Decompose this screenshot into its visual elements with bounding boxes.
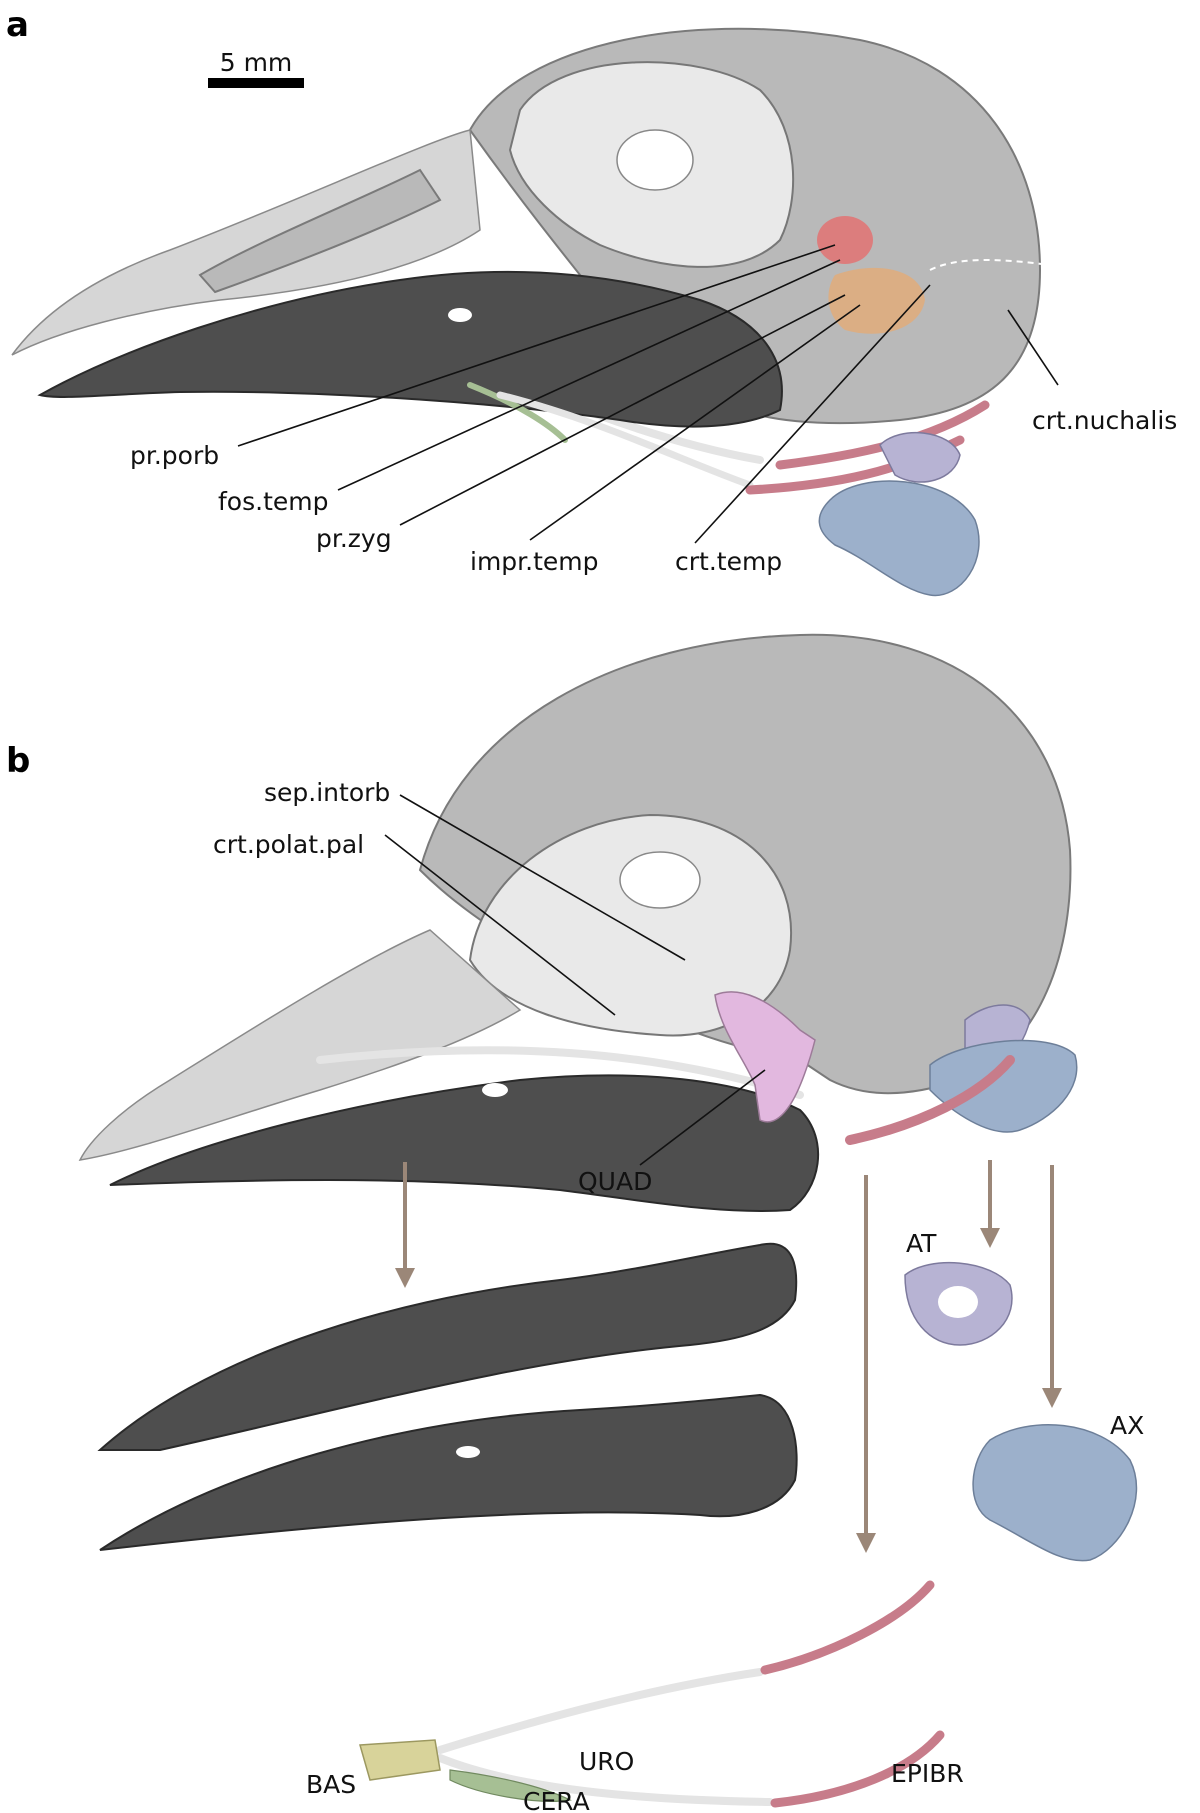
label-epibr: EPIBR [891, 1759, 964, 1788]
quadrate-b [714, 991, 816, 1123]
label-impr-temp: impr.temp [470, 547, 599, 576]
jugal-bar-b [316, 1046, 804, 1099]
basihyal [359, 1739, 441, 1781]
label-crt-temp: crt.temp [675, 547, 782, 576]
panel-a-letter: a [6, 5, 29, 45]
leader-fos-temp [337, 259, 841, 491]
label-crt-polat-pal: crt.polat.pal [213, 830, 364, 859]
skull-a-nasal-opening [198, 168, 442, 294]
label-at: AT [906, 1229, 937, 1258]
arrow-hyoid [856, 1175, 876, 1553]
skull-b-mandible [109, 1074, 820, 1212]
skull-a-upper-beak [11, 129, 481, 356]
skull-b-orbit-opening [619, 851, 701, 909]
mandible-lower-ramus [99, 1393, 798, 1551]
leader-sep-intorb [399, 794, 686, 961]
mandible-foramen-b [482, 1083, 508, 1097]
label-sep-intorb: sep.intorb [264, 778, 390, 807]
skull-b-orbit [468, 813, 793, 1037]
mandible-foramen-exploded [456, 1446, 480, 1458]
skull-b-upper-beak [78, 929, 522, 1161]
label-pr-zyg: pr.zyg [316, 524, 392, 553]
panel-a-leaders [237, 244, 1059, 544]
arrow-atlas [980, 1160, 1000, 1248]
panel-b-leaders [384, 794, 766, 1166]
leader-impr-temp [529, 304, 861, 541]
mandible-upper-ramus [97, 1242, 798, 1451]
mandible-foramen-a [448, 308, 472, 322]
leader-crt-polat-pal [384, 834, 616, 1016]
arrow-mandible [395, 1162, 415, 1288]
postorbital-process-highlight [817, 216, 873, 264]
ceratobranchial-upper [436, 1668, 764, 1754]
ceratobranchial-lower [436, 1754, 774, 1806]
panel-b-letter: b [6, 741, 30, 781]
label-cera: CERA [523, 1787, 590, 1813]
arrow-axis [1042, 1165, 1062, 1408]
urohyal [449, 1769, 572, 1802]
label-fos-temp: fos.temp [218, 487, 328, 516]
axis-a [818, 480, 980, 597]
epibranchial-exploded-upper [760, 1580, 935, 1675]
axis-b [929, 1039, 1078, 1133]
atlas-a [879, 432, 961, 483]
leader-crt-temp [694, 284, 931, 544]
skull-b [78, 633, 1078, 1212]
label-ax: AX [1110, 1411, 1144, 1440]
scale-bar-line [208, 78, 304, 88]
skull-a-optic-foramen [616, 129, 694, 191]
urohyal-a [467, 382, 568, 443]
epibranchial-b [845, 1055, 1015, 1145]
label-bas: BAS [306, 1770, 356, 1799]
epibranchial-exploded-lower [770, 1730, 945, 1808]
label-quad: QUAD [578, 1167, 652, 1196]
label-uro: URO [579, 1747, 634, 1776]
scale-bar-label: 5 mm [220, 48, 293, 77]
nuchal-crest-dashed-line [929, 259, 1051, 271]
leader-pr-zyg [399, 294, 846, 526]
label-crt-nuchalis: crt.nuchalis [1032, 406, 1177, 435]
ceratobranchial-a [496, 391, 754, 489]
atlas-foramen [938, 1286, 978, 1318]
skull-a-mandible [37, 270, 783, 428]
axis-exploded [972, 1424, 1138, 1562]
exploded-elements: AT AX BAS URO CERA EPIBR [97, 1160, 1144, 1813]
leader-pr-porb [237, 244, 836, 447]
leader-quad [639, 1069, 766, 1166]
skull-a [11, 27, 1051, 597]
label-pr-porb: pr.porb [130, 441, 219, 470]
scale-bar: 5 mm [208, 48, 304, 88]
leader-crt-nuchalis [1007, 309, 1059, 386]
